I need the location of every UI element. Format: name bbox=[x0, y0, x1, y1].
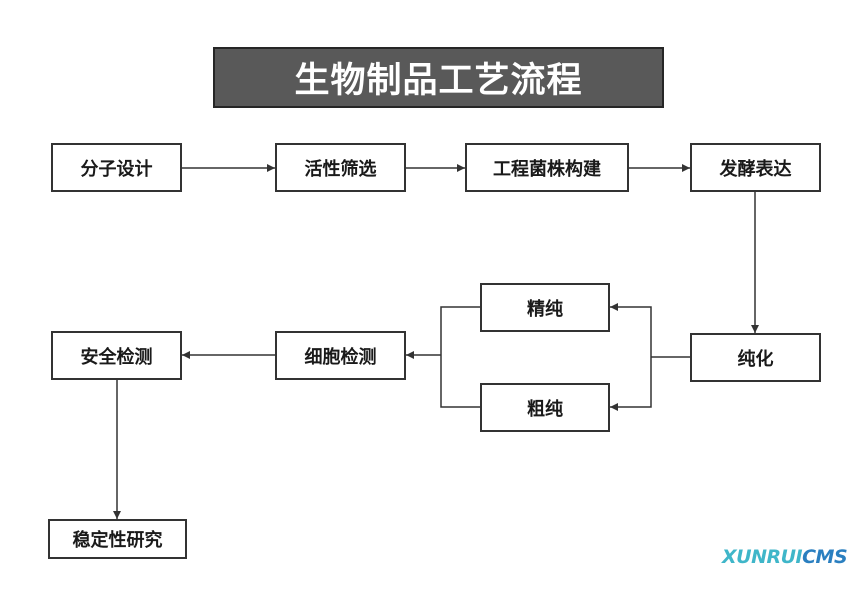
edge-purification-to-crude-purification bbox=[610, 357, 652, 411]
node-fermentation-expression[interactable]: 发酵表达 bbox=[690, 143, 821, 192]
node-stability-study[interactable]: 稳定性研究 bbox=[48, 519, 187, 559]
edge-purification-to-fine-purification bbox=[610, 303, 652, 357]
node-activity-screening[interactable]: 活性筛选 bbox=[275, 143, 406, 192]
node-purification[interactable]: 纯化 bbox=[690, 333, 821, 382]
watermark-part1: XUNRUI bbox=[722, 546, 803, 568]
edge-fine-purification-merge bbox=[440, 306, 480, 408]
node-molecular-design[interactable]: 分子设计 bbox=[51, 143, 182, 192]
node-cell-testing[interactable]: 细胞检测 bbox=[275, 331, 406, 380]
node-safety-testing[interactable]: 安全检测 bbox=[51, 331, 182, 380]
watermark-part2: CMS bbox=[802, 546, 848, 568]
node-crude-purification[interactable]: 粗纯 bbox=[480, 383, 610, 432]
node-fine-purification[interactable]: 精纯 bbox=[480, 283, 610, 332]
xunruicms-watermark-logo: XUNRUICMS bbox=[722, 546, 848, 568]
diagram-title: 生物制品工艺流程 bbox=[213, 47, 664, 108]
node-strain-construction[interactable]: 工程菌株构建 bbox=[465, 143, 629, 192]
